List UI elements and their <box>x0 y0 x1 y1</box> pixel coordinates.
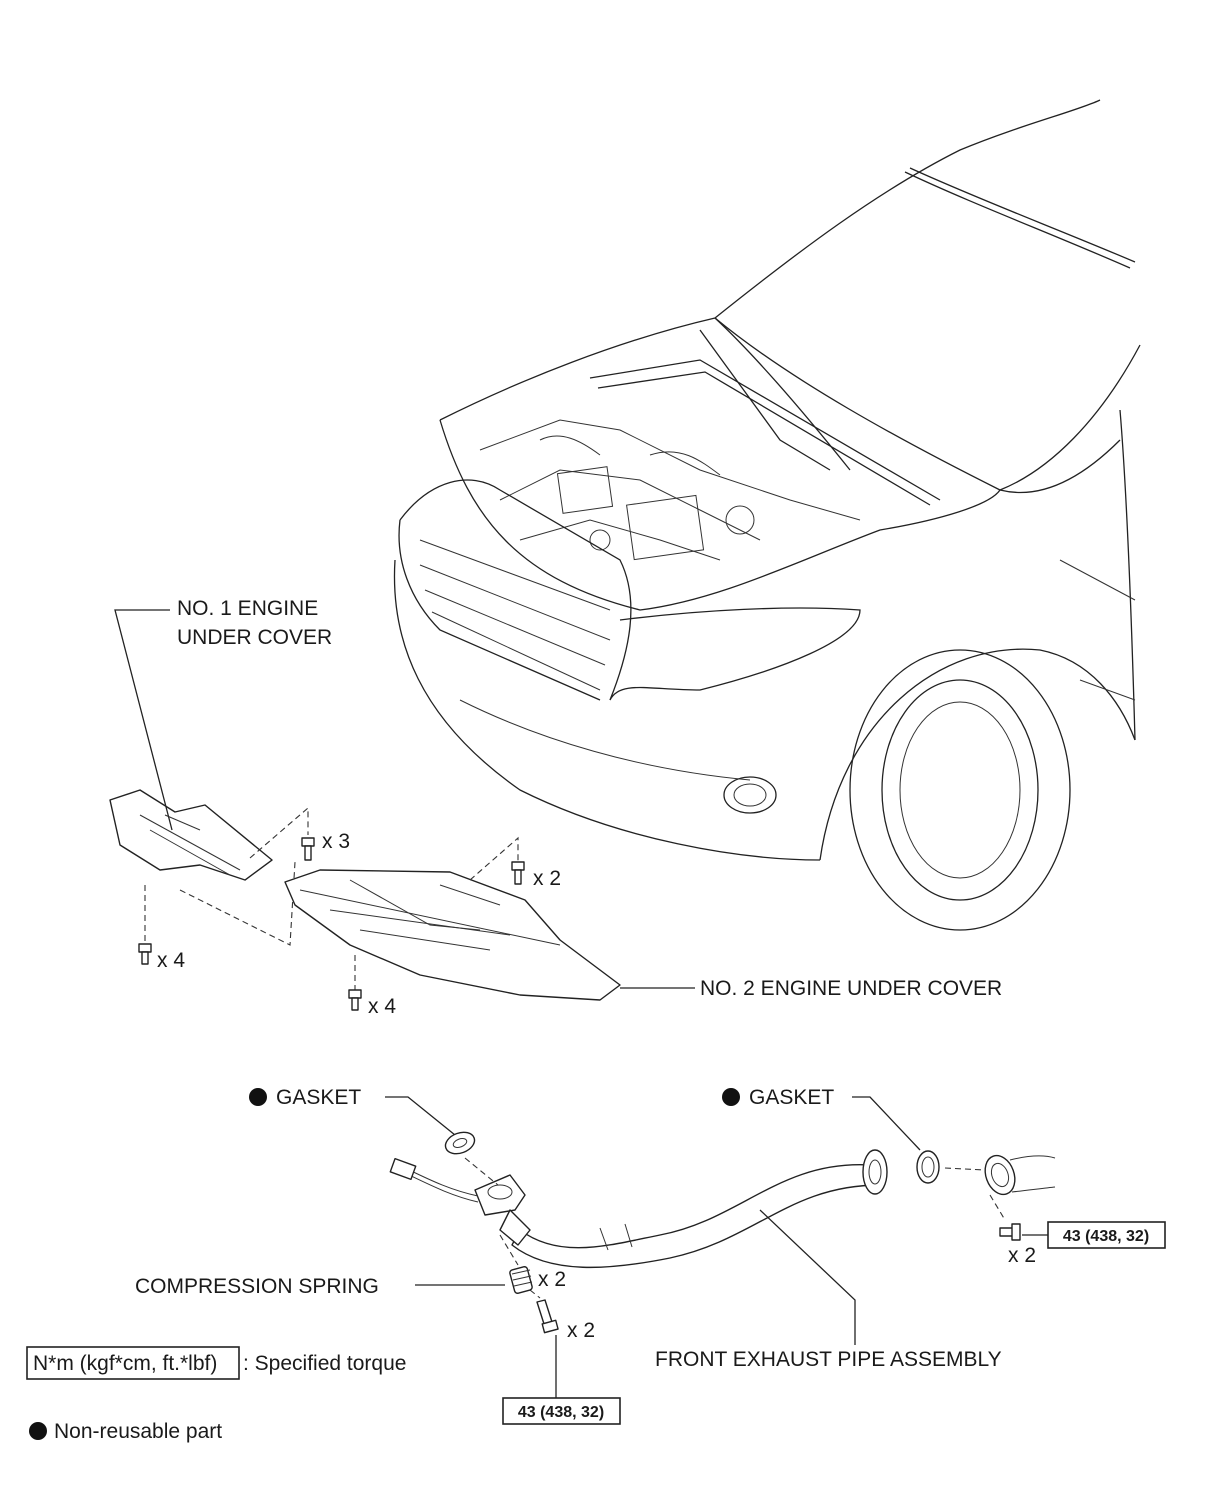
legend-torque-unit: N*m (kgf*cm, ft.*lbf) <box>33 1352 217 1375</box>
gasket-left-label: GASKET <box>276 1086 361 1109</box>
gasket-right-label: GASKET <box>749 1086 834 1109</box>
bolt-icon <box>138 943 152 965</box>
torque-box-front <box>502 1397 621 1425</box>
no2-front-bolt-qty: x 4 <box>368 995 396 1018</box>
bolt-icon <box>999 1223 1021 1241</box>
no2-engine-under-cover <box>284 869 621 1001</box>
compression-spring <box>509 1266 533 1294</box>
compression-spring-label: COMPRESSION SPRING <box>135 1275 379 1298</box>
nonreusable-dot-icon <box>722 1088 740 1106</box>
bolt-icon <box>348 989 362 1011</box>
no1-cover-label-line1: NO. 1 ENGINE <box>177 597 318 620</box>
torque-box-rear <box>1047 1221 1166 1249</box>
rear-exhaust-flange <box>984 1154 1056 1196</box>
torque-value-front: 43 (438, 32) <box>518 1404 604 1421</box>
torque-value-rear: 43 (438, 32) <box>1063 1228 1149 1245</box>
no1-front-bolt-qty: x 4 <box>157 949 185 972</box>
no1-rear-bolt-qty: x 3 <box>322 830 350 853</box>
no1-engine-under-cover <box>109 789 273 881</box>
nonreusable-dot-icon <box>29 1422 47 1440</box>
no1-cover-leader <box>114 609 173 831</box>
spring-qty: x 2 <box>538 1268 566 1291</box>
vehicle-illustration <box>393 99 1141 931</box>
no1-cover-label-line2: UNDER COVER <box>177 626 332 649</box>
no2-rear-bolt-qty: x 2 <box>533 867 561 890</box>
bolt-icon <box>301 837 315 861</box>
legend: N*m (kgf*cm, ft.*lbf) : Specified torque… <box>26 1346 406 1443</box>
no2-cover-label: NO. 2 ENGINE UNDER COVER <box>700 977 1002 1000</box>
nonreusable-dot-icon <box>249 1088 267 1106</box>
legend-nonreusable-desc: Non-reusable part <box>54 1420 222 1443</box>
gasket-left-leader <box>385 1096 456 1136</box>
gasket-left <box>444 1131 476 1155</box>
gasket-right-leader <box>852 1096 921 1151</box>
bolt-icon <box>536 1299 559 1334</box>
exhaust-pipe-label: FRONT EXHAUST PIPE ASSEMBLY <box>655 1348 1002 1371</box>
legend-torque-box <box>26 1346 240 1380</box>
exhaust-pipe-leader <box>759 1209 856 1345</box>
pipe-front-bolt-qty: x 2 <box>567 1319 595 1342</box>
front-exhaust-pipe <box>389 1149 888 1269</box>
pipe-rear-bolt-qty: x 2 <box>1008 1244 1036 1267</box>
legend-torque-desc: : Specified torque <box>243 1352 406 1375</box>
bolt-icon <box>511 861 525 885</box>
gasket-right <box>916 1150 940 1184</box>
